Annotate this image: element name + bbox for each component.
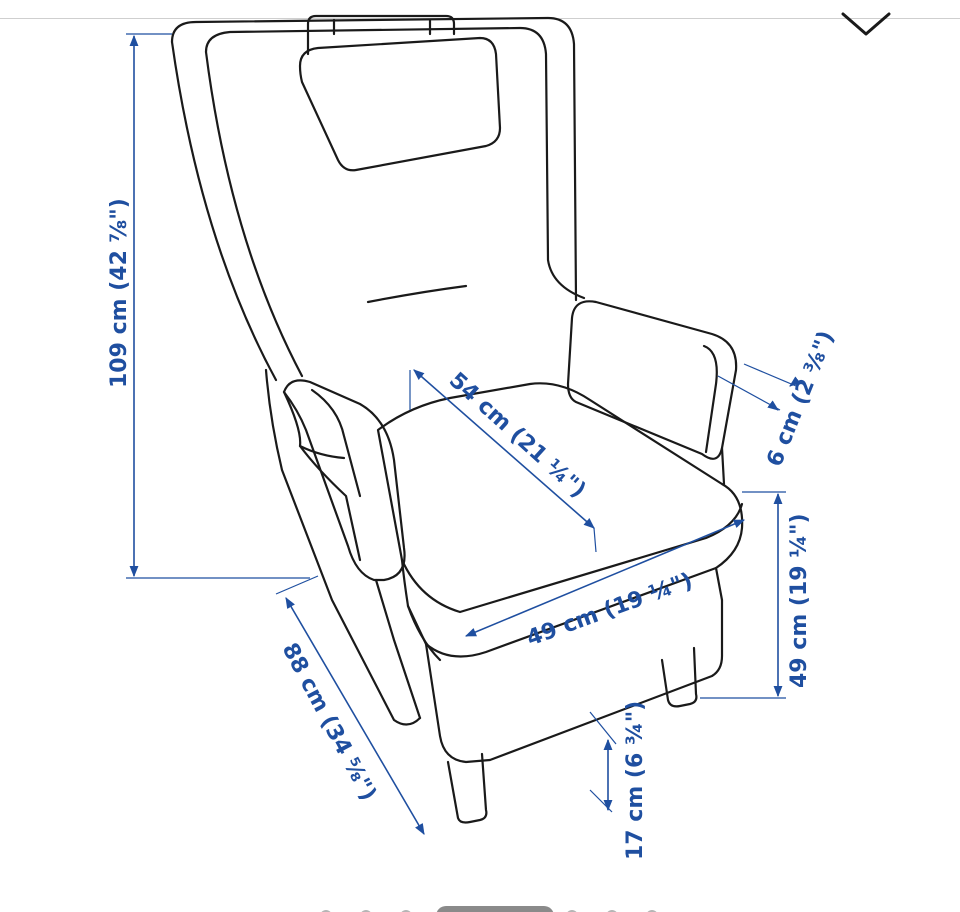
seat-front-edge	[400, 502, 744, 614]
chevron-down-icon[interactable]	[841, 12, 891, 36]
headrest-strap	[306, 14, 456, 56]
right-armrest-top	[566, 300, 738, 460]
back-frame-outer	[170, 16, 578, 302]
headrest-pillow	[298, 36, 502, 172]
seat-width-label: 49 cm (19 ¼")	[524, 568, 697, 651]
seat-height-label: 49 cm (19 ¼")	[787, 513, 812, 688]
back-panel-inner	[204, 26, 586, 300]
lumbar-seam	[366, 284, 468, 304]
leg-height-label: 17 cm (6 ¾")	[623, 701, 648, 860]
dimension-lines	[126, 33, 801, 835]
height-label: 109 cm (42 ⅞")	[107, 198, 132, 388]
armrest-width-label: 6 cm (2 ⅜")	[762, 327, 839, 470]
front-left-leg	[446, 752, 488, 824]
chair-base	[424, 598, 724, 764]
back-left-edge	[170, 40, 278, 382]
back-inner-left	[204, 50, 304, 378]
carousel-dot-active[interactable]	[436, 906, 554, 912]
seat-depth-dimension-line	[413, 369, 595, 529]
armrest-dimension-arrow-top	[789, 376, 801, 387]
armrest-dimension-arrow-bottom	[767, 400, 779, 411]
image-carousel-indicator[interactable]	[320, 906, 658, 912]
chair-illustration	[170, 14, 744, 824]
front-right-leg	[660, 646, 698, 708]
seat-width-dimension-line	[464, 519, 746, 637]
depth-dimension-line	[285, 597, 425, 835]
